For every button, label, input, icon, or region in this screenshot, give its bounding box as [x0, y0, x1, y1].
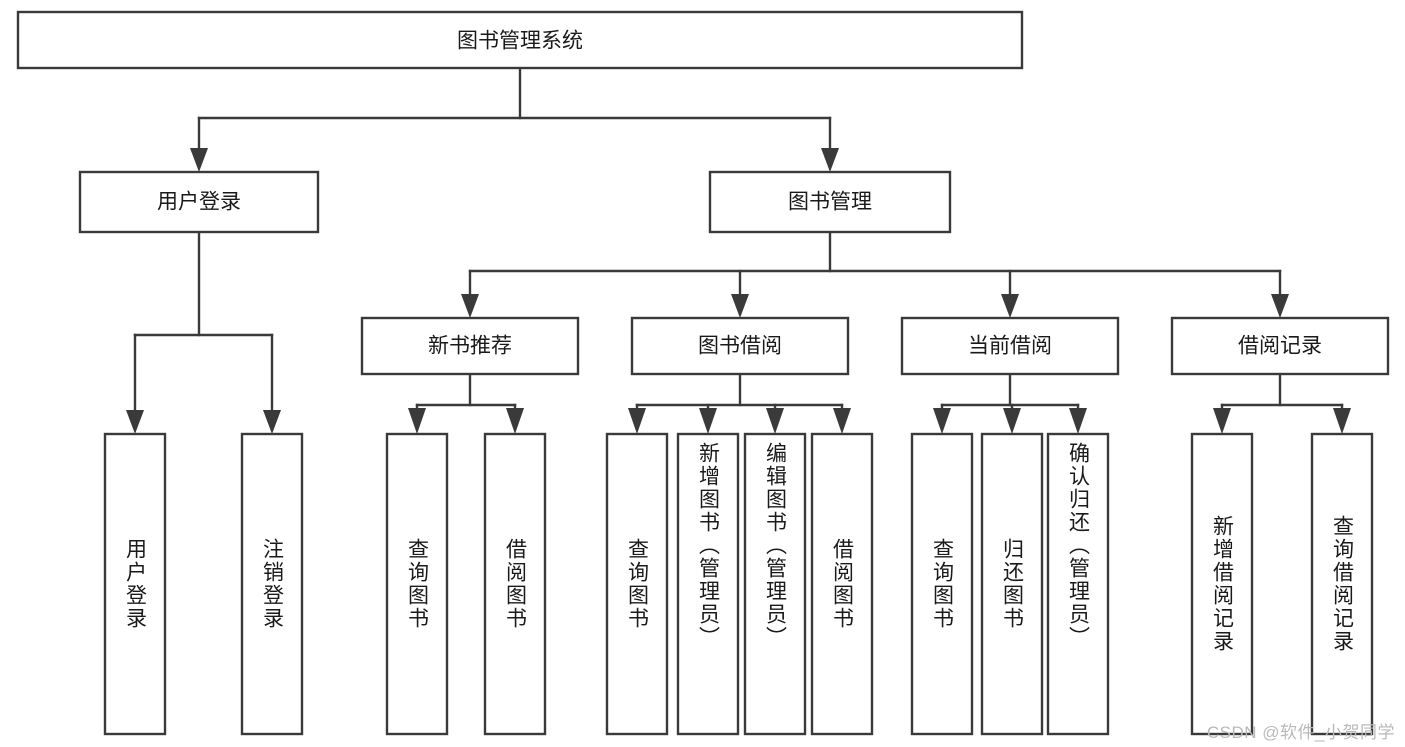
node-current-borrow-box[interactable] [900, 316, 1120, 376]
node-borrow-record-label: 借阅记录 [1238, 335, 1322, 358]
node-book-borrow[interactable]: 图书借阅 [630, 316, 850, 376]
arrow-head-leaf-borrow-book-1 [506, 408, 524, 434]
arrow-head-leaf-user-login [126, 410, 144, 434]
node-leaf-query-book-2-box[interactable] [605, 432, 669, 736]
node-leaf-add-record-box[interactable] [1190, 432, 1254, 736]
connector-group-borrow-record [1213, 372, 1351, 434]
node-book-manage[interactable]: 图书管理 [708, 170, 952, 234]
node-leaf-logout-box[interactable] [240, 432, 304, 736]
node-new-book-rec-box[interactable] [360, 316, 580, 376]
arrow-head-book-manage [821, 148, 839, 172]
node-root-label: 图书管理系统 [457, 30, 583, 53]
arrow-head-newbook [461, 294, 479, 318]
arrow-head-leaf-edit-book [766, 408, 784, 434]
node-current-borrow-label: 当前借阅 [968, 335, 1052, 358]
arrow-head-leaf-query-book-2 [628, 408, 646, 434]
node-leaf-query-book-1-box[interactable] [385, 432, 449, 736]
node-current-borrow[interactable]: 当前借阅 [900, 316, 1120, 376]
node-leaf-edit-book-box[interactable] [743, 432, 807, 736]
arrow-head-borrowrecord [1271, 294, 1289, 318]
node-leaf-add-book-box[interactable] [676, 432, 740, 736]
connector-group-book-borrow [628, 372, 851, 434]
node-root[interactable]: 图书管理系统 [16, 10, 1024, 70]
connector-group-current-borrow [933, 372, 1087, 434]
arrow-head-user-login [190, 148, 208, 172]
arrow-head-leaf-borrow-book-2 [833, 408, 851, 434]
arrow-head-leaf-add-record [1213, 408, 1231, 434]
arrow-head-currentborrow [1001, 294, 1019, 318]
node-leaf-user-login-box[interactable] [103, 432, 167, 736]
node-leaf-borrow-book-1-box[interactable] [483, 432, 547, 736]
arrow-head-bookborrow [731, 294, 749, 318]
node-new-book-rec-label: 新书推荐 [428, 335, 512, 358]
node-leaf-confirm-return-box[interactable] [1046, 432, 1110, 736]
arrow-head-leaf-logout [263, 410, 281, 434]
node-user-login-label: 用户登录 [157, 191, 241, 214]
arrow-head-leaf-return-book [1003, 408, 1021, 434]
node-book-manage-box[interactable] [708, 170, 952, 234]
connector-group-root [190, 66, 839, 172]
arrow-head-leaf-confirm-return [1069, 408, 1087, 434]
arrow-head-leaf-query-book-1 [408, 408, 426, 434]
node-root-box[interactable] [16, 10, 1024, 70]
node-leaf-return-book-box[interactable] [980, 432, 1044, 736]
node-user-login[interactable]: 用户登录 [78, 170, 320, 234]
node-user-login-box[interactable] [78, 170, 320, 234]
node-borrow-record[interactable]: 借阅记录 [1170, 316, 1390, 376]
node-book-manage-label: 图书管理 [788, 191, 872, 214]
node-leaf-borrow-book-2-box[interactable] [810, 432, 874, 736]
node-new-book-rec[interactable]: 新书推荐 [360, 316, 580, 376]
node-leaf-query-book-3-box[interactable] [910, 432, 974, 736]
csdn-watermark: CSDN @软件_小贺同学 [1206, 723, 1395, 742]
arrow-head-leaf-query-book-3 [933, 408, 951, 434]
arrow-head-leaf-query-record [1333, 408, 1351, 434]
node-book-borrow-box[interactable] [630, 316, 850, 376]
connector-group-new-book-rec [408, 372, 524, 434]
connector-group-book-manage [461, 230, 1289, 318]
arrow-head-leaf-add-book [699, 408, 717, 434]
node-leaf-query-record-box[interactable] [1310, 432, 1374, 736]
node-book-borrow-label: 图书借阅 [698, 335, 782, 358]
node-borrow-record-box[interactable] [1170, 316, 1390, 376]
connector-group-user-login [126, 230, 281, 434]
